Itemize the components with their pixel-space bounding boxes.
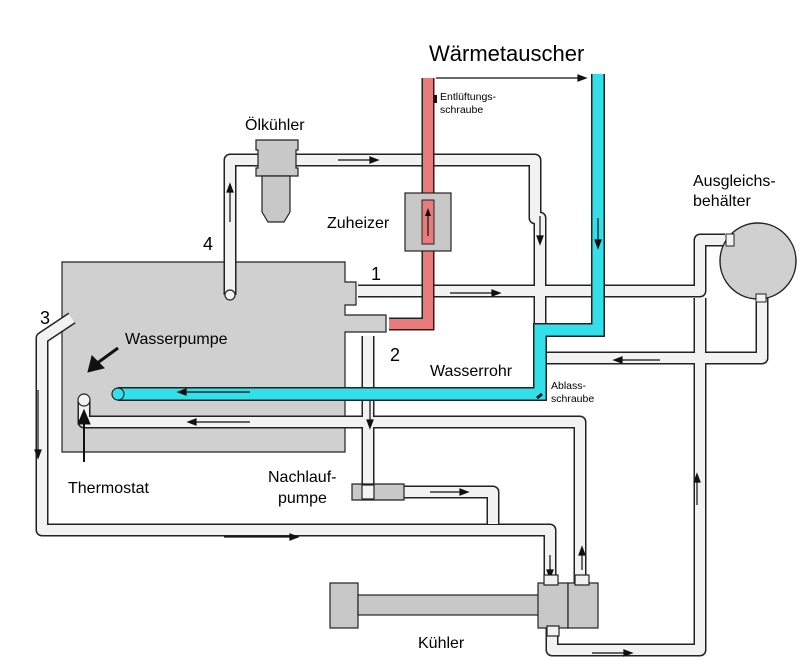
afterrun-pump-label-2: pumpe: [278, 490, 327, 507]
pipe-thermostat-return: [77, 400, 587, 585]
radiator-label: Kühler: [418, 635, 465, 652]
water-pipe-label: Wasserrohr: [430, 363, 513, 380]
expansion-tank-label-2: behälter: [693, 193, 751, 210]
radiator: [329, 574, 599, 637]
drain-screw-label-2: schraube: [551, 393, 595, 405]
bleed-screw-label-1: Entlüftungs-: [440, 91, 497, 103]
drain-screw-label-1: Ablass-: [551, 380, 587, 392]
port-2-label: 2: [390, 345, 401, 365]
drain-screw: [536, 392, 543, 400]
expansion-tank-label-1: Ausgleichs-: [693, 173, 776, 190]
flow-arrows: [34, 74, 701, 657]
oil-cooler-label: Ölkühler: [245, 117, 305, 134]
port-4-label: 4: [203, 234, 214, 254]
port-1-label: 1: [371, 264, 382, 284]
engine-block: [61, 261, 387, 453]
bleed-screw-label-2: schraube: [440, 104, 484, 116]
afterrun-pump: [351, 483, 405, 501]
aux-heater-label: Zuheizer: [327, 215, 390, 232]
water-pump-label: Wasserpumpe: [125, 331, 228, 348]
thermostat-label: Thermostat: [68, 480, 149, 497]
oil-cooler: [255, 139, 299, 223]
hot-coolant-line: [389, 78, 435, 331]
diagram-title: Wärmetauscher: [429, 41, 585, 66]
coolant-pipes: [35, 153, 769, 657]
port-3-label: 3: [40, 308, 51, 328]
bleed-screw: [434, 95, 437, 103]
afterrun-pump-label-1: Nachlauf-: [268, 469, 337, 486]
pointer-arrows: [77, 346, 119, 462]
